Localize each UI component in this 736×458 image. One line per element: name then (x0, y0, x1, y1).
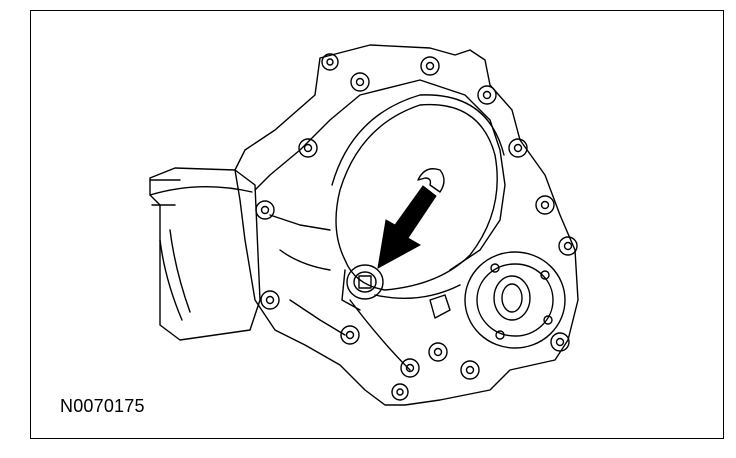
fill-plug (341, 264, 384, 311)
breather-detail (429, 294, 451, 319)
cover-face (331, 94, 505, 299)
vent-detail (417, 168, 445, 193)
pointer-arrow (377, 185, 437, 269)
figure-frame (30, 10, 724, 439)
figure-id-label: N0070175 (60, 396, 145, 416)
output-flange (464, 251, 566, 349)
cover-bolts (255, 53, 578, 401)
axle-tube (149, 167, 261, 341)
